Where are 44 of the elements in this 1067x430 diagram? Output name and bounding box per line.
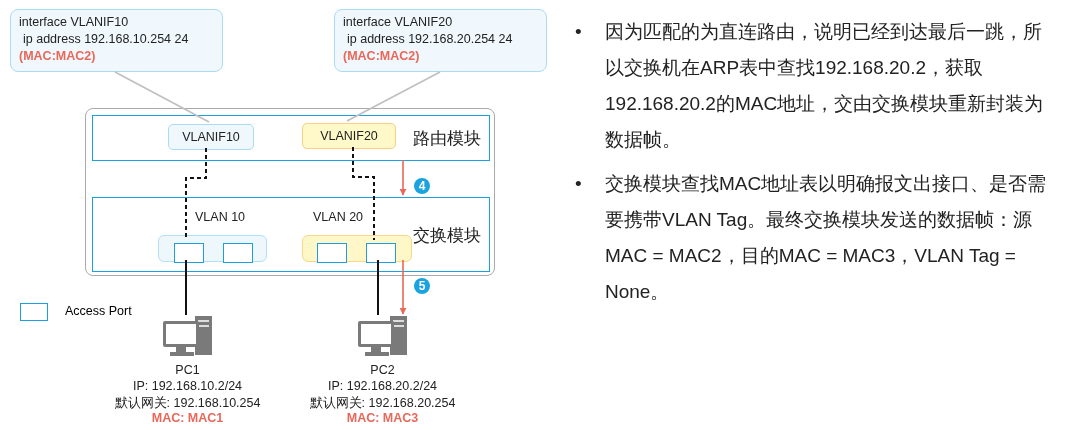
pc-name: PC1 [174, 363, 201, 377]
step-number: 5 [414, 278, 430, 294]
legend-label: Access Port [65, 304, 132, 318]
bullet-text: 交换模块查找MAC地址表以明确报文出接口、是否需要携带VLAN Tag。最终交换模块发送的数据帧：源MAC = MAC2，目的MAC = MAC3，VLAN Tag = None。 [605, 172, 1048, 304]
interface-label: VLANIF20 [319, 129, 379, 143]
pc-name: PC2 [369, 363, 396, 377]
module-label: 路由模块 [413, 128, 481, 150]
bullet: • [575, 172, 582, 196]
config-line: ip address 192.168.10.254 24 [23, 32, 189, 46]
interface-box [168, 124, 254, 150]
mac-note: (MAC:MAC2) [19, 49, 96, 63]
config-line: ip address 192.168.20.254 24 [347, 32, 513, 46]
ip-address: IP: 192.168.10.2/24 [131, 379, 244, 393]
callout-box [10, 9, 223, 72]
ip-address: IP: 192.168.20.2/24 [326, 379, 439, 393]
arrow [399, 159, 407, 196]
access-port [223, 243, 253, 263]
link-line [377, 259, 379, 316]
link-line [185, 259, 187, 316]
vlan-label: VLAN 20 [313, 210, 364, 224]
bullet: • [575, 20, 582, 44]
config-line: interface VLANIF10 [19, 15, 129, 29]
access-port [317, 243, 347, 263]
arrow [399, 259, 407, 315]
interface-label: VLANIF10 [181, 130, 241, 144]
access-port [366, 243, 396, 263]
module-label: 交换模块 [413, 224, 481, 247]
vlan-label: VLAN 10 [195, 210, 246, 224]
module-band [92, 115, 490, 161]
gateway-address: 默认网关: 192.168.10.254 [113, 395, 262, 412]
callout-box [334, 9, 547, 72]
mac-note: (MAC:MAC2) [343, 49, 420, 63]
link-line [346, 71, 441, 122]
interface-box [302, 123, 396, 149]
access-port [174, 243, 204, 263]
switch-box [85, 108, 495, 276]
gateway-address: 默认网关: 192.168.20.254 [308, 395, 457, 412]
config-line: interface VLANIF20 [343, 15, 453, 29]
mac-address: MAC: MAC1 [150, 411, 225, 425]
dashed-link [352, 146, 375, 241]
bullet-text: 因为匹配的为直连路由，说明已经到达最后一跳，所以交换机在ARP表中查找192.168.20.2，获取192.168.20.2的MAC地址，交由交换模块重新封装为数据帧。 [605, 20, 1045, 152]
link-line [114, 71, 210, 123]
module-band [92, 197, 490, 272]
mac-address: MAC: MAC3 [345, 411, 420, 425]
